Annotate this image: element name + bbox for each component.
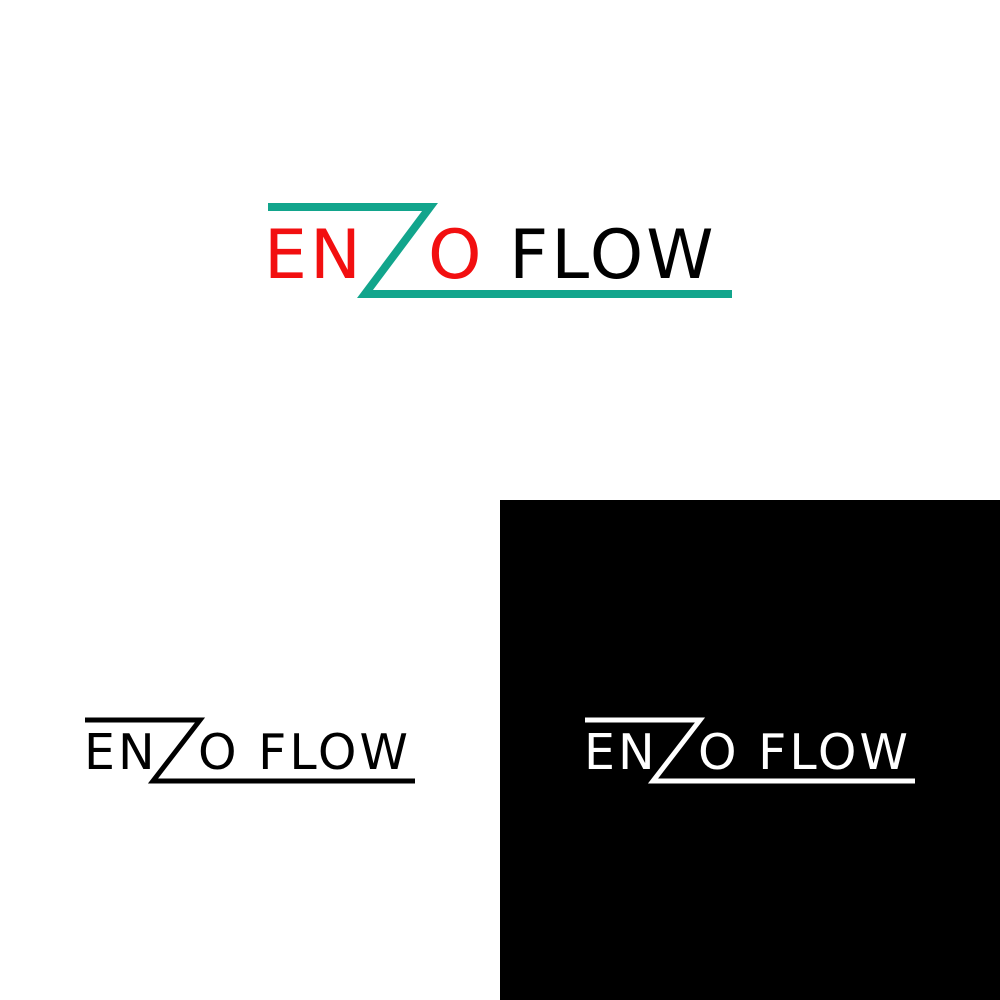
dark-background-panel: EN O FLOW	[500, 500, 1000, 1000]
wordmark-part-flow: FLOW	[509, 216, 716, 295]
z-mark-icon	[268, 203, 732, 298]
svg-text:EN O FLOW: EN O FLOW	[84, 724, 411, 781]
wordmark-part-en: EN	[584, 724, 658, 781]
wordmark-part-o: O	[698, 724, 740, 781]
wordmark-part-o: O	[198, 724, 240, 781]
wordmark-part-flow: FLOW	[758, 724, 911, 781]
enzoflow-logo-white: EN O FLOW	[584, 717, 915, 784]
z-mark-icon	[585, 717, 915, 784]
z-mark-icon	[85, 717, 415, 784]
wordmark-part-flow: FLOW	[258, 724, 411, 781]
svg-text:EN O FLOW: EN O FLOW	[584, 724, 911, 781]
wordmark-part-en: EN	[84, 724, 158, 781]
wordmark-part-o: O	[428, 216, 485, 295]
svg-text:EN O FLOW: EN O FLOW	[264, 216, 717, 295]
enzoflow-logo-color: EN O FLOW	[264, 203, 732, 298]
wordmark-part-en: EN	[264, 216, 364, 295]
enzoflow-logo-black: EN O FLOW	[84, 717, 415, 784]
